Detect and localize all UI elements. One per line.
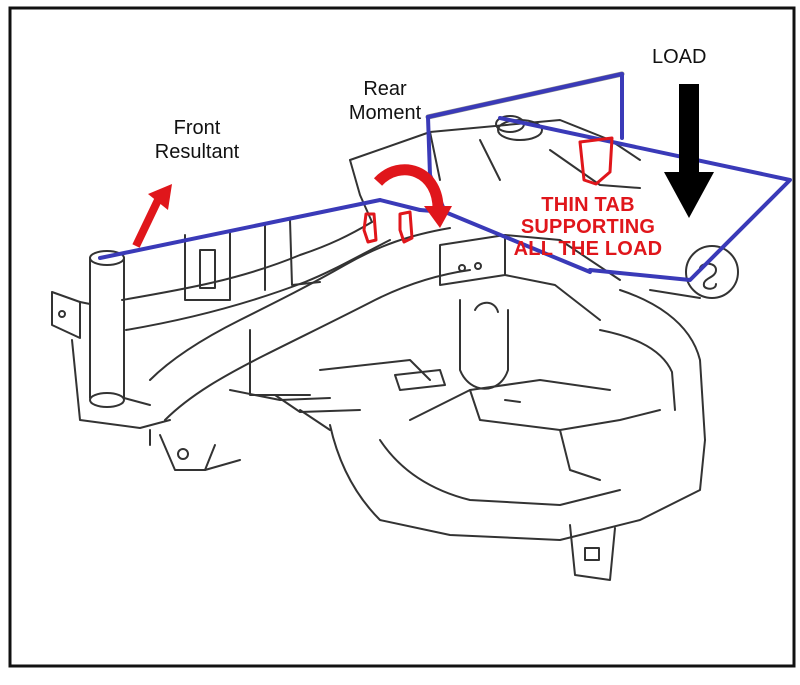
thin-tab-annotation-line2: SUPPORTING (520, 216, 656, 238)
diagram-frame (8, 6, 796, 668)
rear-moment-label-line1: Rear (363, 78, 407, 100)
bracket-drawing (51, 115, 739, 581)
thin-tab-left-outline (362, 212, 378, 244)
rear-moment-label: Rear Moment (340, 77, 430, 125)
load-label: LOAD (652, 46, 707, 68)
front-resultant-arrow-icon (132, 184, 172, 248)
load-arrow-icon (664, 84, 714, 218)
thin-tab-annotation-line3: ALL THE LOAD (513, 238, 663, 260)
thin-tab-highlights (362, 136, 614, 244)
front-resultant-label: Front Resultant (142, 116, 252, 164)
front-resultant-label-line2: Resultant (154, 141, 240, 163)
thin-tab-rear-outline (578, 136, 614, 186)
rear-moment-arrow-icon (373, 164, 452, 228)
front-resultant-label-line1: Front (173, 117, 221, 139)
rear-moment-label-line2: Moment (348, 102, 422, 124)
thin-tab-annotation-line1: THIN TAB (541, 194, 635, 216)
thin-tab-annotation: THIN TAB SUPPORTING ALL THE LOAD (498, 194, 678, 260)
thin-tab-right-outline (398, 210, 414, 244)
